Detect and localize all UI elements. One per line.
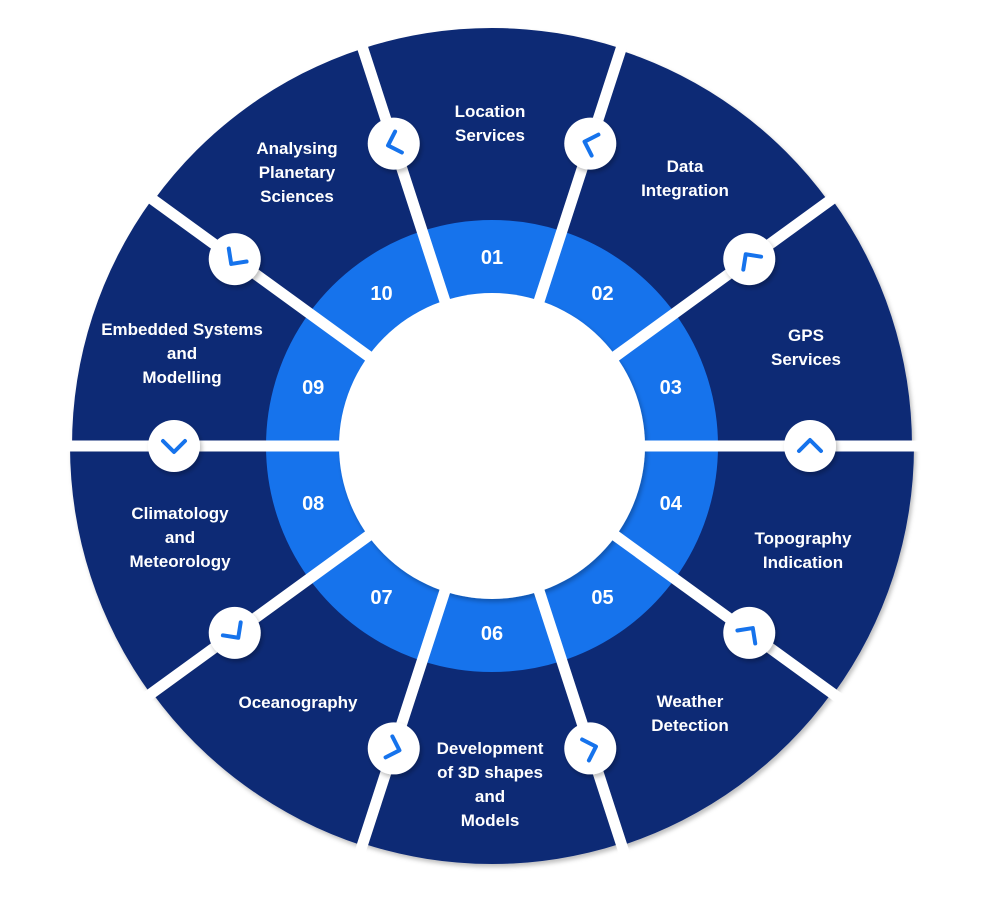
segment-label-line: Models bbox=[461, 811, 520, 830]
segment-label-line: Oceanography bbox=[238, 693, 358, 712]
segment-numbers: 01 02 03 04 05 06 07 08 09 10 bbox=[302, 247, 683, 645]
segment-number-09: 09 bbox=[302, 377, 324, 399]
segment-label-line: and bbox=[165, 528, 195, 547]
outer-segment-08 bbox=[70, 446, 313, 695]
badge-circle bbox=[208, 233, 261, 286]
segment-number-06: 06 bbox=[481, 623, 503, 645]
segment-label-line: Sciences bbox=[260, 187, 334, 206]
connector-badges bbox=[148, 117, 836, 775]
segment-label-line: and bbox=[167, 344, 197, 363]
segment-label-line: Planetary bbox=[259, 163, 336, 182]
segment-number-04: 04 bbox=[660, 493, 683, 515]
badge-circle bbox=[784, 420, 836, 472]
segment-label-line: Weather bbox=[657, 692, 724, 711]
badge-circle bbox=[723, 606, 776, 659]
chevron-clockwise-icon bbox=[220, 620, 243, 640]
segment-number-03: 03 bbox=[660, 377, 682, 399]
segment-label-line: Integration bbox=[641, 181, 729, 200]
segment-number-07: 07 bbox=[370, 587, 392, 609]
inner-segment-02 bbox=[538, 231, 675, 358]
segment-label-line: Development bbox=[437, 739, 544, 758]
outer-segment-04 bbox=[671, 446, 914, 695]
segment-label-line: Meteorology bbox=[129, 552, 231, 571]
chevron-clockwise-icon bbox=[580, 737, 598, 763]
segment-number-08: 08 bbox=[302, 493, 324, 515]
segment-label-line: Analysing bbox=[256, 139, 337, 158]
segment-label-line: Services bbox=[771, 350, 841, 369]
badge-circle bbox=[148, 420, 200, 472]
inner-segment-05 bbox=[538, 534, 675, 661]
outer-segment-09 bbox=[72, 199, 313, 446]
segment-label-line: Detection bbox=[651, 716, 728, 735]
badge-circle bbox=[564, 722, 617, 775]
segment-number-05: 05 bbox=[591, 587, 613, 609]
chevron-clockwise-icon bbox=[741, 252, 764, 272]
chevron-clockwise-icon bbox=[226, 246, 249, 266]
segment-label-line: and bbox=[475, 787, 505, 806]
chevron-clockwise-icon bbox=[735, 626, 758, 646]
segment-number-10: 10 bbox=[370, 283, 392, 305]
badge-circle bbox=[723, 233, 776, 286]
connector-badge bbox=[208, 606, 261, 659]
segment-label-line: Embedded Systems bbox=[101, 320, 263, 339]
connector-badge bbox=[564, 722, 617, 775]
connector-badge bbox=[367, 722, 420, 775]
inner-segment-06 bbox=[422, 589, 562, 672]
segment-label-line: Data bbox=[667, 157, 704, 176]
badge-circle bbox=[564, 117, 617, 170]
segment-label-line: Location bbox=[455, 102, 526, 121]
chevron-clockwise-icon bbox=[383, 734, 402, 760]
outer-segment-06 bbox=[362, 657, 622, 864]
connector-badge bbox=[208, 233, 261, 286]
center-circle bbox=[339, 293, 645, 599]
segment-label-line: Topography bbox=[755, 529, 852, 548]
segment-label-line: Modelling bbox=[142, 368, 221, 387]
segment-label-line: Climatology bbox=[131, 504, 229, 523]
chevron-clockwise-icon bbox=[161, 439, 187, 454]
connector-badge bbox=[784, 420, 836, 472]
connector-badge bbox=[564, 117, 617, 170]
inner-segment-10 bbox=[309, 231, 446, 358]
segment-label-line: Indication bbox=[763, 553, 843, 572]
chevron-clockwise-icon bbox=[797, 438, 823, 453]
connector-badge bbox=[723, 606, 776, 659]
badge-circle bbox=[208, 606, 261, 659]
segment-label-line: Services bbox=[455, 126, 525, 145]
segment-label-03: GPS Services bbox=[771, 326, 841, 369]
badge-circle bbox=[367, 722, 420, 775]
connector-badge bbox=[723, 233, 776, 286]
segment-label-line: of 3D shapes bbox=[437, 763, 543, 782]
chevron-clockwise-icon bbox=[386, 129, 404, 155]
inner-segment-07 bbox=[309, 534, 446, 661]
segment-label-line: GPS bbox=[788, 326, 824, 345]
chevron-clockwise-icon bbox=[582, 132, 601, 158]
outer-segment-01 bbox=[362, 27, 622, 235]
segment-number-02: 02 bbox=[591, 283, 613, 305]
outer-segment-03 bbox=[671, 199, 912, 446]
badge-circle bbox=[367, 117, 420, 170]
inner-segment-01 bbox=[422, 220, 562, 303]
segment-number-01: 01 bbox=[481, 247, 503, 269]
connector-badge bbox=[148, 420, 200, 472]
segment-label-07: Oceanography bbox=[238, 693, 358, 712]
connector-badge bbox=[367, 117, 420, 170]
